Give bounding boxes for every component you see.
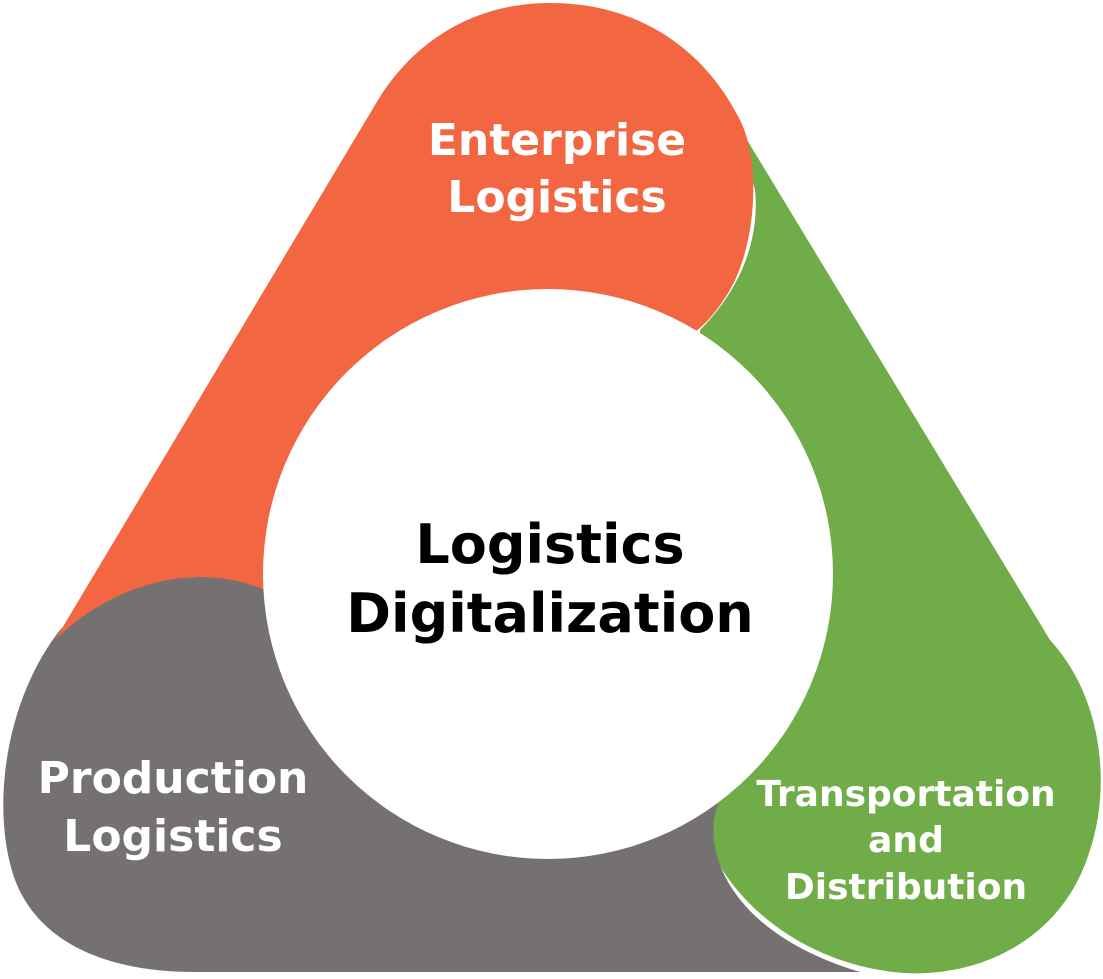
transportation-label-line-1: Transportation bbox=[756, 774, 1055, 815]
enterprise-label-line-1: Enterprise bbox=[428, 115, 686, 166]
production-label-line-2: Logistics bbox=[63, 811, 282, 862]
center-title-line-1: Logistics bbox=[415, 513, 684, 576]
production-label-line-1: Production bbox=[38, 753, 309, 804]
center-circle bbox=[263, 289, 833, 859]
transportation-segment-shape bbox=[700, 120, 1101, 974]
transportation-label-line-3: Distribution bbox=[785, 867, 1027, 908]
center-title-line-2: Digitalization bbox=[346, 582, 754, 645]
enterprise-segment-shape bbox=[55, 3, 754, 640]
transportation-label-line-2: and bbox=[868, 820, 944, 861]
enterprise-label-line-2: Logistics bbox=[447, 172, 666, 223]
